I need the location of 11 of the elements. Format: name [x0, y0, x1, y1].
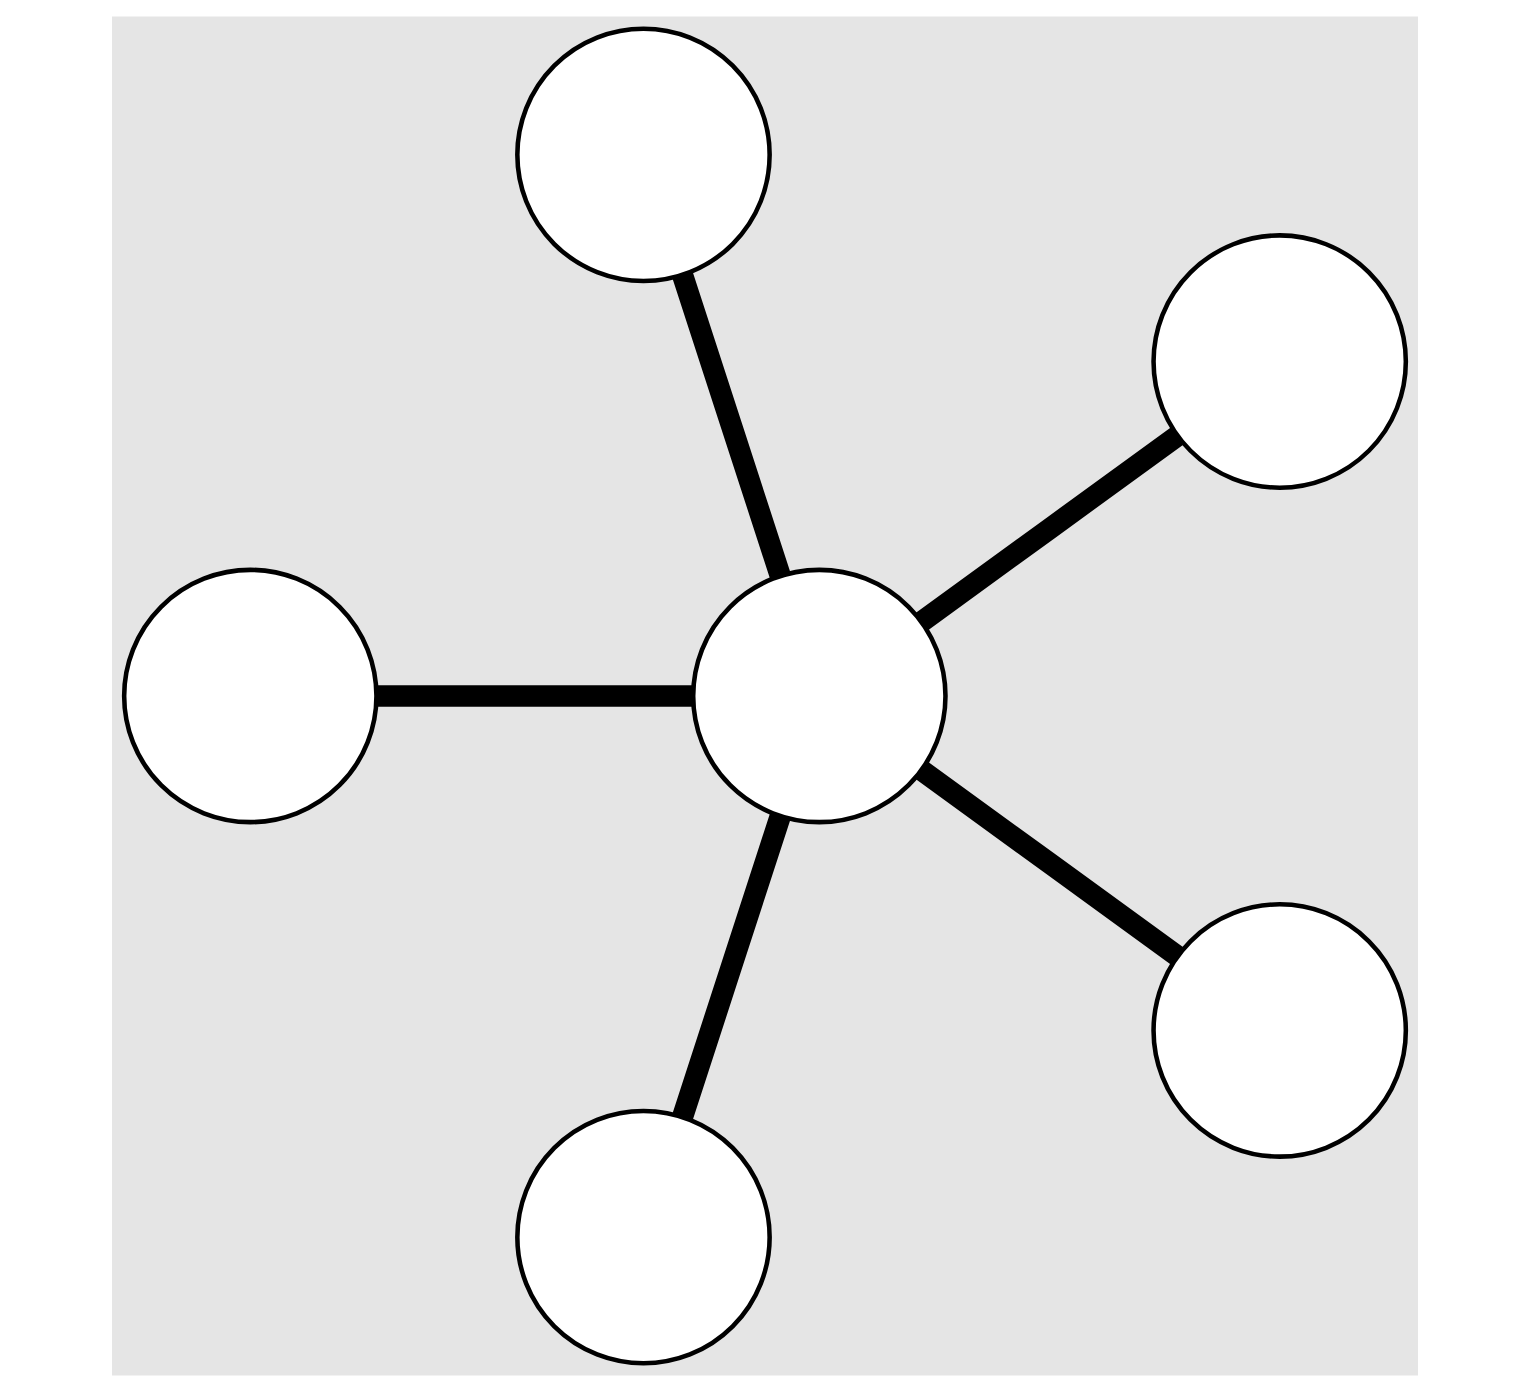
node-circle	[514, 1108, 771, 1366]
connector	[376, 685, 693, 707]
node-circle	[1150, 902, 1408, 1159]
node-circle	[1150, 233, 1408, 490]
connector	[914, 427, 1183, 631]
connector	[914, 761, 1183, 965]
connector	[671, 812, 790, 1120]
connector	[671, 272, 790, 580]
node-circle	[689, 567, 947, 825]
node-circle	[514, 26, 771, 284]
node-circle	[120, 567, 378, 825]
